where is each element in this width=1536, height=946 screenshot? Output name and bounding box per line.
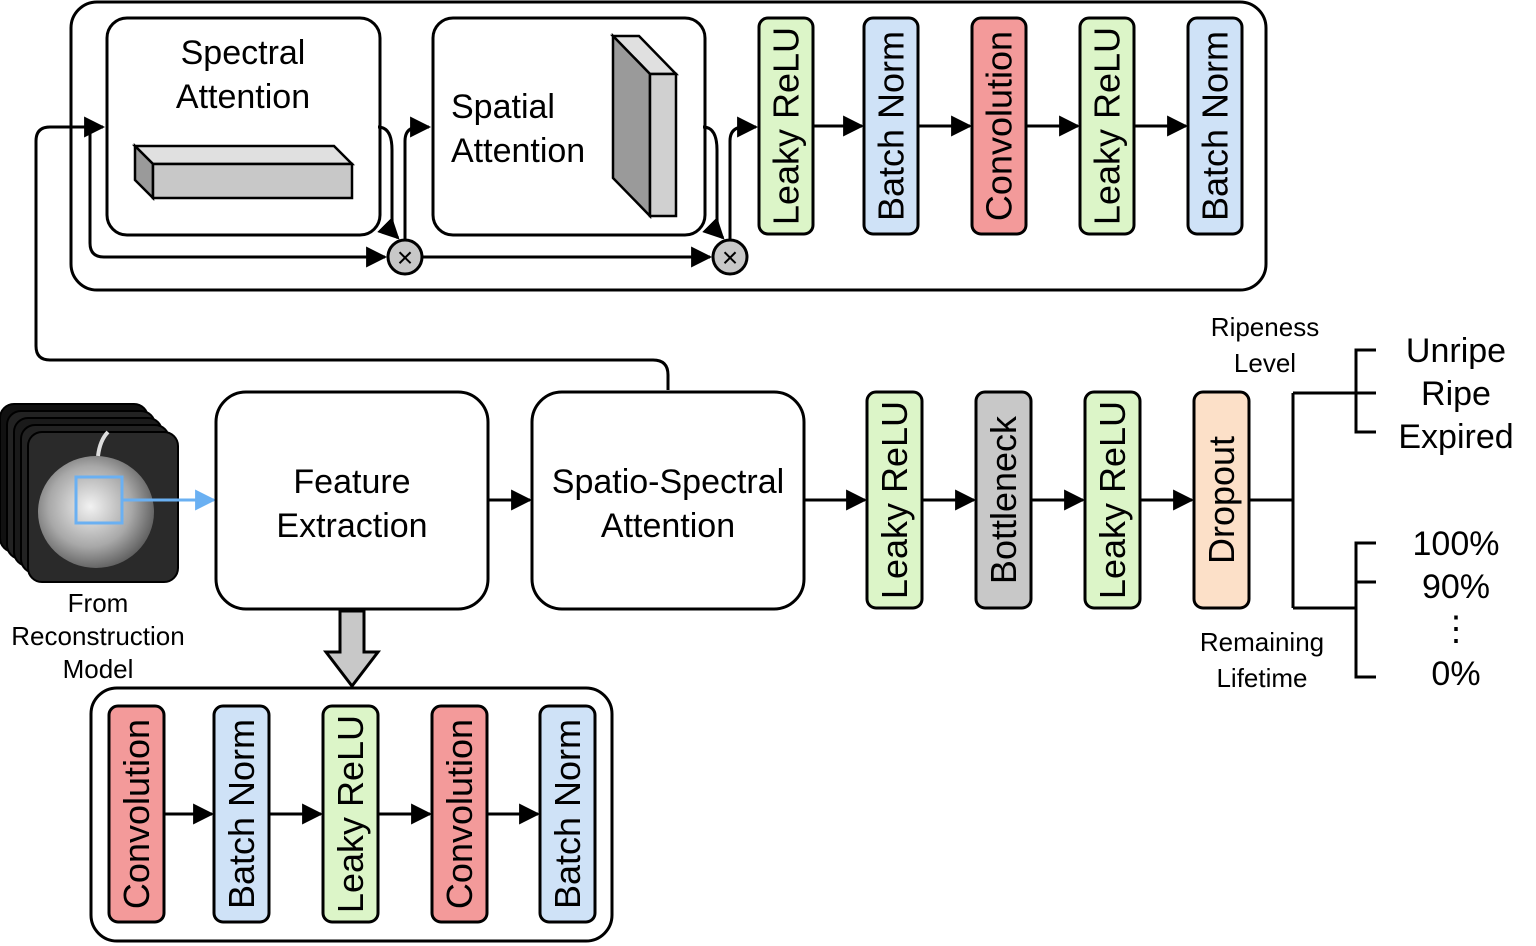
spectral-bar-graphic: [131, 142, 356, 202]
lifetime-option-100: 100%: [1413, 525, 1500, 563]
attention-layer-5-norm: Batch Norm: [1186, 16, 1244, 236]
ripeness-label-line1: Ripeness: [1211, 312, 1319, 342]
spatial-attention-title-line1: Spatial: [451, 88, 555, 126]
expand-arrow: [322, 609, 382, 689]
feature-layer-4-conv: Convolution: [430, 704, 489, 924]
head-layer-stack: Leaky ReLU Bottleneck Leaky ReLU Dropout: [865, 390, 1251, 610]
feature-layer-1-conv: Convolution: [107, 704, 166, 924]
ripeness-option-ripe: Ripe: [1421, 375, 1491, 413]
feature-layer-5-label: Batch Norm: [547, 719, 588, 909]
input-caption-line3: Model: [63, 654, 134, 684]
attention-connectors: [34, 116, 759, 390]
feature-layer-2-label: Batch Norm: [221, 719, 262, 909]
multiply-symbol-2: ×: [722, 242, 738, 273]
lifetime-label-line2: Lifetime: [1216, 663, 1307, 693]
feature-layer-3-label: Leaky ReLU: [330, 715, 371, 913]
head-layer-4-label: Dropout: [1201, 436, 1242, 564]
lifetime-option-ellipsis: ⋮: [1439, 610, 1473, 648]
spectral-attention-title-line2: Attention: [176, 78, 310, 116]
attention-layer-3-label: Convolution: [979, 31, 1020, 221]
attention-layer-1-label: Leaky ReLU: [766, 27, 807, 225]
feature-extraction-line1: Feature: [293, 463, 410, 501]
attention-layer-4-relu: Leaky ReLU: [1078, 16, 1136, 236]
spectral-attention-box: Spectral Attention: [105, 16, 382, 237]
pear-image: [38, 430, 154, 568]
spatial-attention-title-line2: Attention: [451, 132, 585, 170]
output-branches: [1249, 348, 1376, 679]
feature-layer-3-relu: Leaky ReLU: [321, 704, 380, 924]
feature-layer-4-label: Convolution: [439, 719, 480, 909]
head-layer-3-label: Leaky ReLU: [1092, 401, 1133, 599]
attention-layer-3-conv: Convolution: [970, 16, 1028, 236]
spatio-spectral-line2: Attention: [601, 507, 735, 545]
input-caption-line1: From: [68, 588, 129, 618]
lifetime-option-90: 90%: [1422, 568, 1490, 606]
attention-layer-5-label: Batch Norm: [1195, 31, 1236, 221]
feature-extraction-line2: Extraction: [276, 507, 427, 545]
feature-layer-5-norm: Batch Norm: [538, 704, 597, 924]
multiply-node-2: ×: [711, 238, 749, 276]
spatio-spectral-attention-box: Spatio-Spectral Attention: [530, 390, 806, 611]
attention-layer-1-relu: Leaky ReLU: [757, 16, 815, 236]
head-layer-3-relu: Leaky ReLU: [1083, 390, 1142, 610]
attention-layer-2-label: Batch Norm: [871, 31, 912, 221]
head-layer-1-label: Leaky ReLU: [874, 401, 915, 599]
input-caption-line2: Reconstruction: [11, 621, 184, 651]
ripeness-option-expired: Expired: [1398, 418, 1513, 456]
head-layer-2-bottleneck: Bottleneck: [974, 390, 1033, 610]
head-layer-4-dropout: Dropout: [1192, 390, 1251, 610]
feature-layer-1-label: Convolution: [116, 719, 157, 909]
lifetime-option-0: 0%: [1431, 655, 1480, 693]
attention-layer-stack: Leaky ReLU Batch Norm Convolution Leaky ReL…: [757, 16, 1244, 236]
attention-layer-2-norm: Batch Norm: [862, 16, 920, 236]
multiply-node-1: ×: [386, 238, 424, 276]
input-hyperspectral-stack: From Reconstruction Model: [0, 403, 217, 684]
attention-layer-4-label: Leaky ReLU: [1087, 27, 1128, 225]
ripeness-option-unripe: Unripe: [1406, 332, 1506, 370]
head-layer-2-label: Bottleneck: [983, 415, 1024, 584]
spatial-slab-graphic: [610, 32, 679, 220]
lifetime-label-line1: Remaining: [1200, 627, 1324, 657]
spatial-attention-box: Spatial Attention: [431, 16, 707, 237]
multiply-symbol-1: ×: [397, 242, 413, 273]
feature-layer-2-norm: Batch Norm: [212, 704, 271, 924]
feature-extraction-box: Feature Extraction: [214, 390, 490, 611]
spatio-spectral-line1: Spatio-Spectral: [552, 463, 784, 501]
spectral-attention-title-line1: Spectral: [181, 34, 306, 72]
ripeness-label-line2: Level: [1234, 348, 1296, 378]
head-layer-1-relu: Leaky ReLU: [865, 390, 924, 610]
